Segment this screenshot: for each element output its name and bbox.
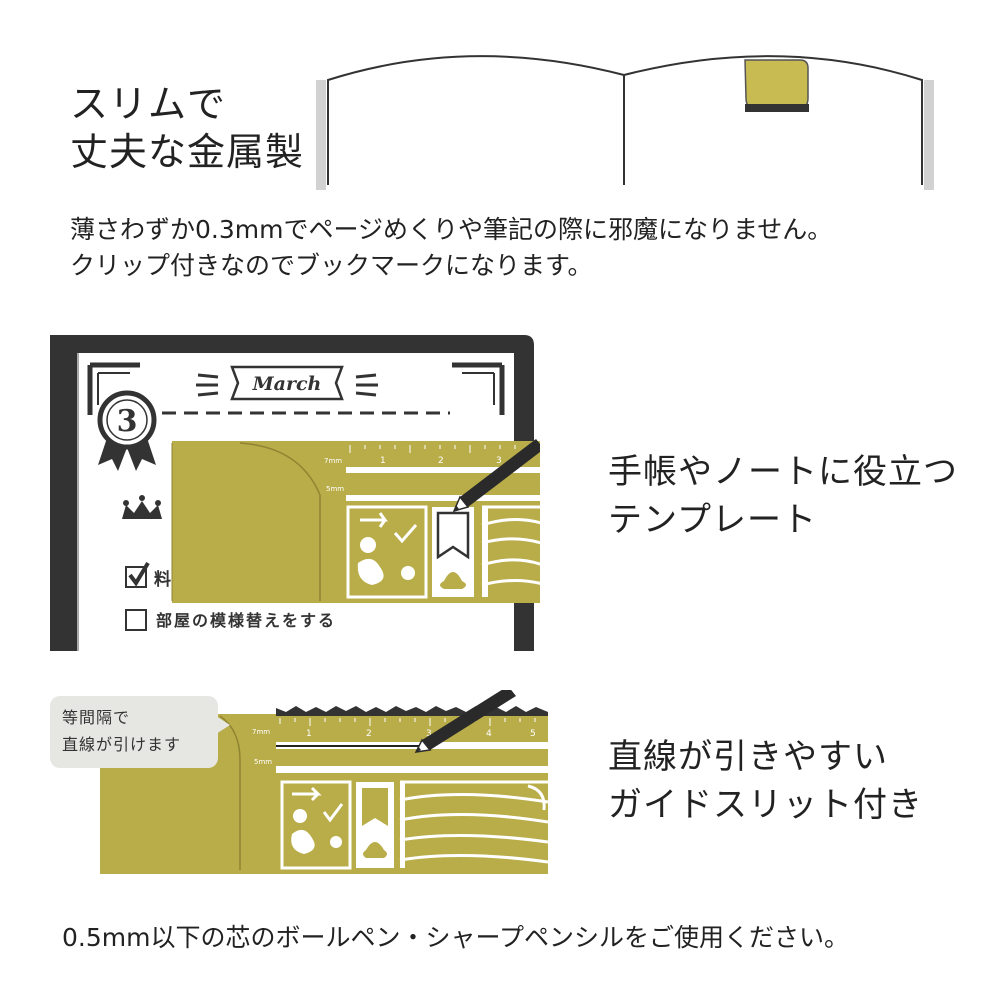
ruler-mark: 5 — [530, 729, 536, 739]
banner-text: March — [252, 373, 322, 395]
intro-description-line: 薄さわずか0.3mmでページめくりや筆記の際に邪魔になりません。 — [70, 215, 833, 244]
ruler-mark: 7mm — [324, 457, 342, 465]
ruler-mark: 3 — [426, 729, 432, 739]
feature-slit: 直線が引きやすい ガイドスリット付き — [608, 733, 923, 829]
feature-slit-line: ガイドスリット付き — [608, 785, 923, 825]
badge-number: 3 — [117, 404, 138, 439]
intro-heading: スリムで 丈夫な金属製 — [70, 80, 304, 176]
ruler-mark: 7mm — [252, 728, 270, 736]
feature-slit-line: 直線が引きやすい — [608, 737, 888, 777]
feature-template-line: 手帳やノートに役立つ — [608, 452, 958, 492]
ruler-mark: 1 — [380, 456, 386, 466]
feature-template: 手帳やノートに役立つ テンプレート — [608, 448, 958, 544]
ruler-mark: 1 — [306, 729, 312, 739]
footer-note: 0.5mm以下の芯のボールペン・シャープペンシルをご使用ください。 — [62, 923, 849, 952]
checklist-item-text: 料 — [154, 569, 171, 590]
planner-illustration: March 3 料 部屋の模様替えをする — [50, 335, 540, 655]
intro-heading-line: 丈夫な金属製 — [70, 130, 305, 174]
checklist-item-text: 部屋の模様替えをする — [156, 611, 336, 630]
callout-line: 等間隔で — [62, 708, 131, 727]
ruler-mark: 2 — [438, 456, 444, 466]
ruler-mark: 5mm — [254, 758, 272, 766]
intro-description: 薄さわずか0.3mmでページめくりや筆記の際に邪魔になりません。 クリップ付きな… — [70, 212, 832, 284]
crown-icon — [122, 495, 162, 519]
ruler-mark: 4 — [486, 729, 492, 739]
ruler-mark: 2 — [366, 729, 372, 739]
pencil-icon — [452, 439, 540, 513]
ruler-mark: 3 — [496, 456, 502, 466]
open-notebook-icon — [310, 40, 940, 190]
callout-bubble: 等間隔で 直線が引けます — [50, 696, 218, 768]
checkbox-icon — [125, 609, 147, 631]
checkbox-icon — [125, 561, 150, 588]
clip-icon — [744, 59, 809, 112]
callout-line: 直線が引けます — [62, 735, 182, 754]
feature-template-line: テンプレート — [608, 500, 817, 540]
ruler-mark: 5mm — [326, 485, 344, 493]
intro-description-line: クリップ付きなのでブックマークになります。 — [70, 251, 593, 280]
pencil-icon — [414, 690, 516, 753]
award-ribbon-icon: 3 — [97, 390, 157, 471]
intro-heading-line: スリムで — [70, 82, 227, 126]
callout-pointer — [216, 716, 230, 734]
